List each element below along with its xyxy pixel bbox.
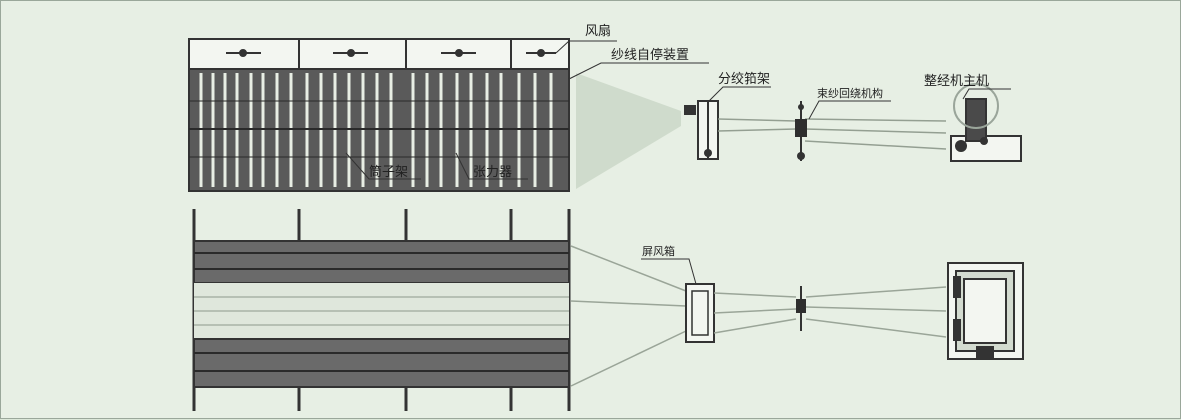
bundling-top-shape [796, 286, 806, 331]
label-split-reed-frame: 分绞筘架 [718, 71, 770, 87]
main-machine-top-shape [947, 262, 1024, 360]
label-screen-box: 屏风箱 [642, 244, 675, 258]
creel-lower-row [193, 338, 570, 388]
leader-lines [345, 40, 1011, 285]
bundling-rewind-shape [795, 101, 807, 161]
creel-upper-row [193, 240, 570, 284]
label-main-machine: 整经机主机 [924, 74, 989, 89]
label-tensioner: 张力器 [473, 165, 512, 180]
screen-box-shape [685, 283, 715, 343]
label-bundling-rewind: 束纱回绕机构 [817, 86, 883, 100]
fan-icon [226, 49, 556, 57]
label-fan: 风扇 [585, 23, 611, 39]
label-yarn-stop: 纱线自停装置 [611, 47, 689, 63]
yarn-sheet-top [576, 73, 681, 189]
main-machine-side-shape [950, 83, 1022, 162]
label-creel: 筒子架 [369, 164, 408, 180]
top-side-view [188, 38, 1022, 192]
split-reed-frame-shape [684, 100, 719, 160]
bottom-top-view [192, 209, 1024, 411]
